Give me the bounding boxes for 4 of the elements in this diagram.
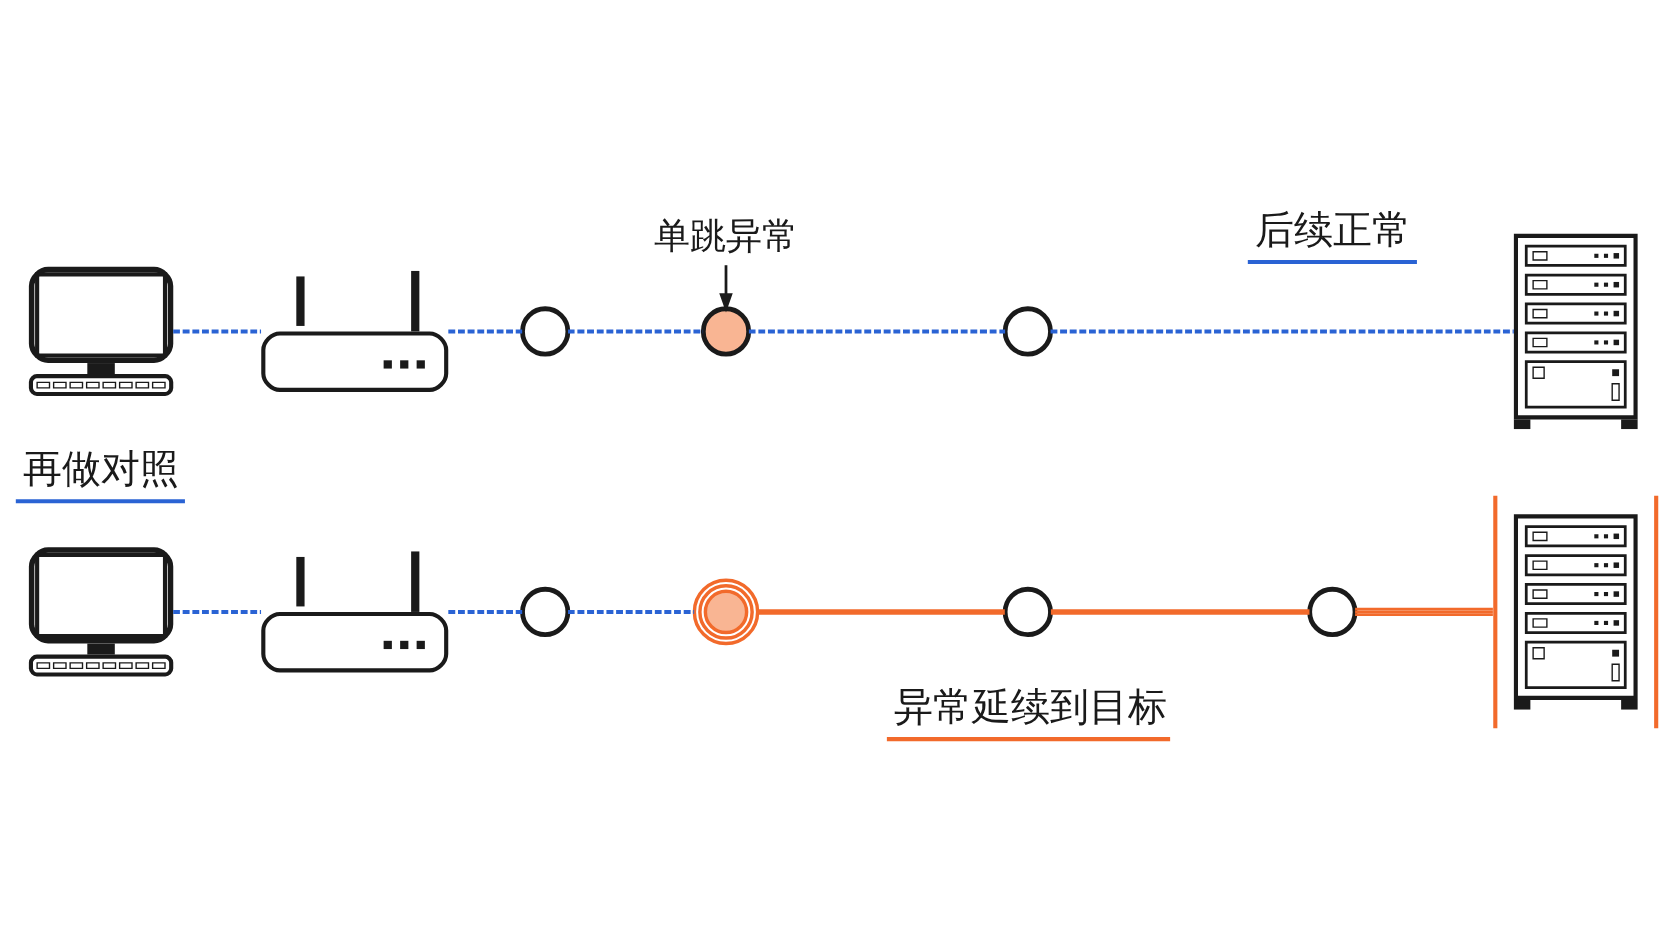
label: 后续正常 — [1255, 206, 1412, 252]
label: 异常延续到目标 — [894, 683, 1168, 729]
label: 再做对照 — [23, 445, 180, 491]
node-text: 单跳异常 — [654, 214, 798, 256]
